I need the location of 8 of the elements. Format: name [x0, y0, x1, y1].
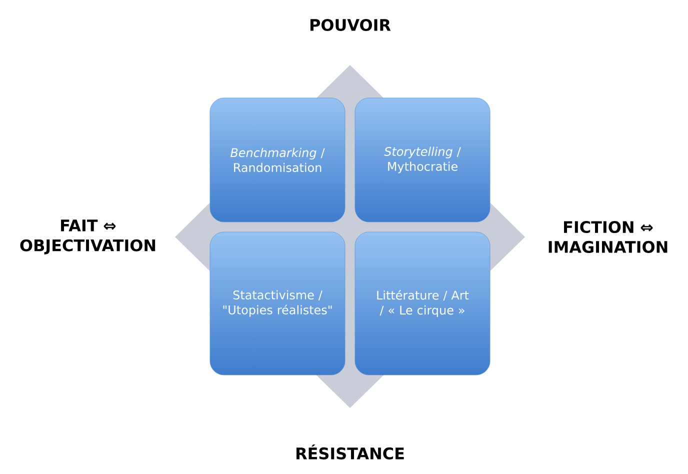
axis-label: FAIT ⇔ OBJECTIVATION [20, 220, 156, 254]
quadrant-box: Benchmarking / Randomisation [210, 98, 346, 222]
quadrant-box: Statactivisme / "Utopies réalistes" [210, 232, 346, 376]
axis-label: POUVOIR [310, 18, 391, 31]
axis-label: FICTION ⇔ IMAGINATION [548, 221, 668, 253]
axis-label: RÉSISTANCE [296, 444, 404, 460]
quadrant-box: Littérature / Art / « Le cirque » [354, 232, 490, 376]
quadrant-box: Storytelling / Mythocratie [354, 98, 490, 222]
